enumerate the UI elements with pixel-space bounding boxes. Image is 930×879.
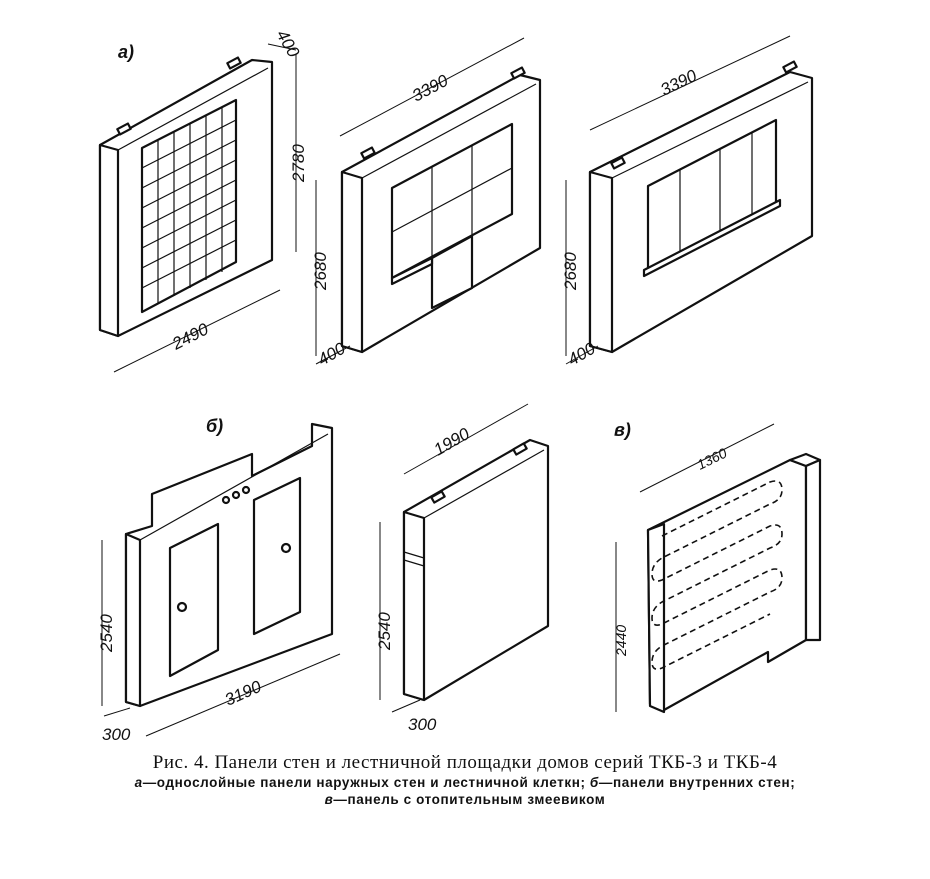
dim-p4-depth: 300 (102, 725, 131, 744)
glass-block-grid (141, 108, 237, 304)
caption-legend-line2: в—панель с отопительным змеевиком (0, 791, 930, 808)
caption-text-a: —однослойные панели наружных стен и лест… (142, 775, 586, 790)
dim-p2-width: 3390 (409, 71, 452, 106)
label-a: а) (118, 42, 134, 62)
figure-caption: Рис. 4. Панели стен и лестничной площадк… (0, 752, 930, 808)
caption-title: Рис. 4. Панели стен и лестничной площадк… (152, 752, 778, 773)
dim-p1-height: 2780 (289, 144, 308, 183)
dim-p1-width: 2490 (168, 319, 212, 354)
panel-a1 (98, 56, 274, 338)
dim-p5-height: 2540 (375, 612, 394, 651)
dim-p3-height: 2680 (561, 252, 580, 291)
dim-p4-width: 3190 (222, 677, 265, 710)
caption-key-a: а (134, 775, 143, 790)
label-v: в) (614, 420, 631, 440)
dim-p5-depth: 300 (408, 715, 437, 734)
caption-text-v: —панель с отопительным змеевиком (333, 792, 606, 807)
caption-key-b: б (589, 775, 599, 790)
dim-p4-height: 2540 (97, 614, 116, 653)
panel-b1 (124, 422, 334, 708)
dim-p1-depth: 400 (273, 27, 304, 62)
caption-legend-line1: а—однослойные панели наружных стен и лес… (0, 774, 930, 791)
label-b: б) (206, 416, 223, 436)
panel-v (646, 452, 822, 714)
panel-a2 (340, 66, 542, 354)
dim-p3-width: 3390 (657, 66, 700, 100)
heating-coil (651, 480, 783, 670)
dim-p5-width: 1990 (431, 424, 474, 460)
dim-p2-height: 2680 (311, 252, 330, 291)
panel-b2 (402, 438, 550, 702)
panel-a3 (588, 60, 814, 354)
dim-p6-width: 1360 (694, 445, 729, 473)
caption-key-v: в (324, 792, 334, 807)
dim-p6-height: 2440 (613, 625, 629, 657)
caption-text-b: —панели внутренних стен; (598, 775, 796, 790)
